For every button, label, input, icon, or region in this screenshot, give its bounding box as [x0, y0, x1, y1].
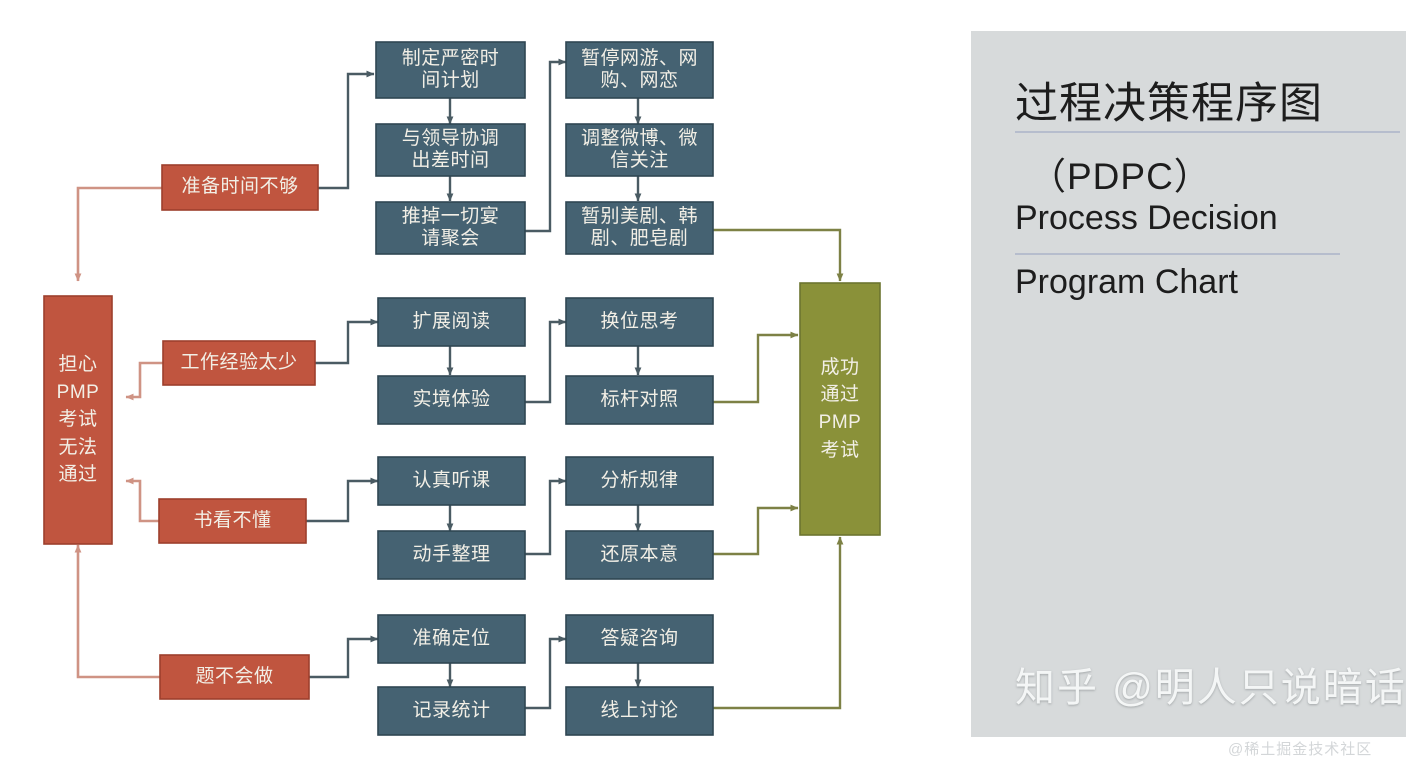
footer-credit: @稀土掘金技术社区 [1228, 741, 1373, 758]
panel-title-english-line2: Program Chart [1015, 263, 1238, 301]
pdpc-flowchart [43, 41, 881, 736]
zhihu-watermark: 知乎 @明人只说暗话 [1015, 666, 1406, 710]
panel-divider-top [1015, 131, 1400, 133]
panel-divider-bottom [1015, 253, 1340, 255]
title-panel: 过程决策程序图 （PDPC） Process Decision Program … [971, 31, 1406, 737]
panel-title-english-line1: Process Decision [1015, 199, 1278, 237]
panel-abbreviation: （PDPC） [1029, 156, 1212, 197]
panel-title-chinese: 过程决策程序图 [1015, 80, 1323, 128]
